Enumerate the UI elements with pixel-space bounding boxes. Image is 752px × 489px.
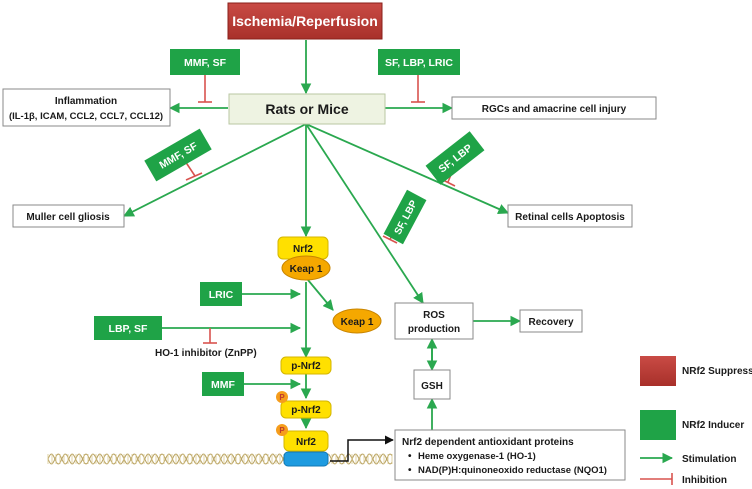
inducer-sf-lbp-mid: SF, LBP: [383, 189, 427, 245]
inducer-mmf: MMF: [202, 372, 244, 396]
ho1-inhibitor-label: HO-1 inhibitor (ZnPP): [155, 348, 257, 359]
apoptosis-box: Retinal cells Apoptosis: [507, 204, 633, 228]
keap1-free: Keap 1: [332, 308, 382, 334]
legend-inducer-label: NRf2 Inducer: [682, 420, 744, 431]
legend-stimulation-label: Stimulation: [682, 454, 736, 465]
nrf2-keap1-complex: Nrf2 Keap 1: [277, 236, 331, 281]
arrow-to-muller: [123, 123, 307, 217]
svg-text:LBP, SF: LBP, SF: [109, 323, 148, 335]
inducer-mmf-sf-left: MMF, SF: [170, 49, 240, 75]
ros-production-box: ROS production: [394, 302, 474, 340]
keap1-bound-label: Keap 1: [290, 264, 323, 275]
p-nrf2-first: p-Nrf2: [280, 356, 332, 375]
recovery-box: Recovery: [519, 309, 583, 333]
arrow-keap-release: [307, 279, 334, 311]
svg-text:P: P: [279, 426, 285, 435]
svg-text:Muller cell gliosis: Muller cell gliosis: [26, 212, 110, 223]
phosphate-icon: [276, 424, 288, 436]
nrf2-nuclear: Nrf2 P: [276, 424, 329, 467]
muller-gliosis-box: Muller cell gliosis: [12, 204, 125, 228]
svg-text:HO-1 inhibitor (ZnPP): HO-1 inhibitor (ZnPP): [155, 348, 257, 359]
svg-text:ROS: ROS: [423, 310, 445, 321]
phosphate-icon: [276, 391, 288, 403]
rgc-injury-box: RGCs and amacrine cell injury: [451, 96, 657, 120]
svg-text:NAD(P)H:quinoneoxido reductase: NAD(P)H:quinoneoxido reductase (NQO1): [418, 465, 607, 476]
dna-strand: [47, 453, 393, 465]
svg-text:production: production: [408, 324, 460, 335]
svg-text:SF, LBP, LRIC: SF, LBP, LRIC: [385, 57, 453, 69]
inducer-lric: LRIC: [200, 282, 242, 306]
svg-text:•: •: [408, 451, 412, 462]
svg-text:P: P: [279, 393, 285, 402]
svg-text:Nrf2: Nrf2: [296, 437, 316, 448]
legend-suppressor-label: NRf2 Suppressor: [682, 366, 752, 377]
arrow-to-ros: [305, 123, 424, 304]
svg-text:p-Nrf2: p-Nrf2: [291, 361, 321, 372]
svg-text:LRIC: LRIC: [209, 289, 234, 301]
legend-inducer-swatch: [640, 410, 676, 440]
svg-text:RGCs and amacrine cell injury: RGCs and amacrine cell injury: [482, 104, 627, 115]
model-box: Rats or Mice: [228, 93, 386, 125]
model-label: Rats or Mice: [265, 101, 348, 117]
arrow-to-apoptosis: [305, 123, 509, 215]
legend-suppressor-swatch: [640, 356, 676, 386]
inducer-sf-lbp-lric: SF, LBP, LRIC: [378, 49, 460, 75]
inflammation-box: Inflammation (IL-1β, ICAM, CCL2, CCL7, C…: [2, 88, 171, 127]
svg-text:•: •: [408, 465, 412, 476]
svg-text:MMF: MMF: [211, 379, 235, 391]
svg-text:Keap 1: Keap 1: [341, 317, 374, 328]
dna-binding-site: [283, 451, 329, 467]
gsh-box: GSH: [413, 369, 451, 400]
svg-text:p-Nrf2: p-Nrf2: [291, 405, 321, 416]
ischemia-reperfusion-label: Ischemia/Reperfusion: [232, 13, 378, 29]
antioxidant-proteins-box: Nrf2 dependent antioxidant proteins • He…: [394, 429, 626, 481]
svg-text:Recovery: Recovery: [528, 317, 573, 328]
inducer-lbp-sf: LBP, SF: [94, 316, 162, 340]
ischemia-reperfusion-box: Ischemia/Reperfusion: [227, 2, 383, 40]
inducer-sf-lbp-right: SF, LBP: [425, 131, 485, 185]
transcription-arrow: [330, 435, 394, 462]
svg-text:(IL-1β, ICAM, CCL2, CCL7, CCL1: (IL-1β, ICAM, CCL2, CCL7, CCL12): [9, 111, 163, 122]
svg-text:Inflammation: Inflammation: [55, 96, 117, 107]
svg-text:Nrf2 dependent antioxidant pro: Nrf2 dependent antioxidant proteins: [402, 437, 574, 448]
stimulation-arrows: [123, 40, 522, 430]
p-nrf2-second: p-Nrf2 P: [276, 391, 332, 419]
nrf2-label: Nrf2: [293, 244, 313, 255]
legend: NRf2 Suppressor NRf2 Inducer Stimulation…: [640, 356, 752, 486]
svg-text:Retinal cells Apoptosis: Retinal cells Apoptosis: [515, 212, 625, 223]
svg-text:GSH: GSH: [421, 381, 443, 392]
svg-text:MMF, SF: MMF, SF: [184, 57, 227, 69]
legend-inhibition-label: Inhibition: [682, 475, 727, 486]
svg-text:Heme oxygenase-1 (HO-1): Heme oxygenase-1 (HO-1): [418, 451, 536, 462]
